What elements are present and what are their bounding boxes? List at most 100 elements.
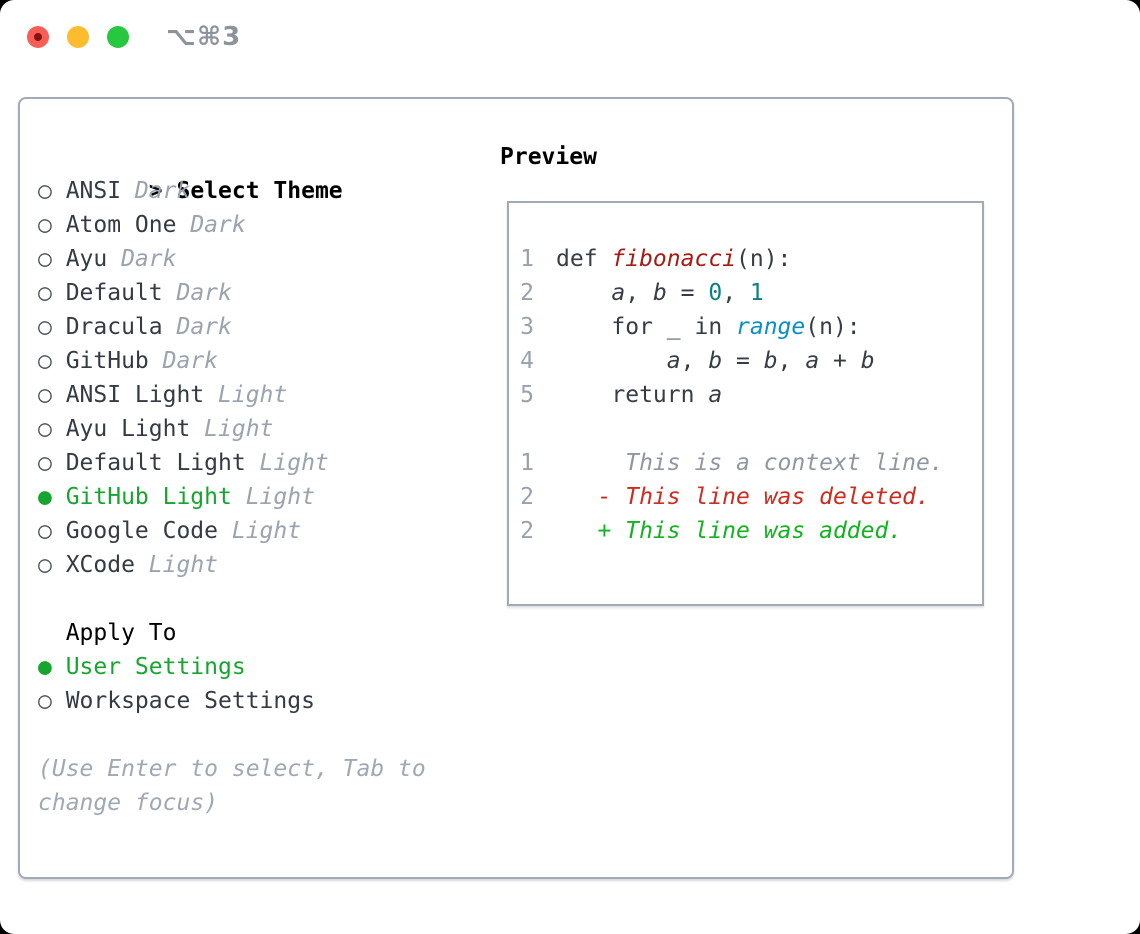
theme-name-label: Default Light xyxy=(65,450,246,476)
spacer-line xyxy=(38,718,426,752)
theme-variant-label: Dark xyxy=(176,314,232,340)
window-shortcut-label: ⌥⌘3 xyxy=(166,22,242,52)
theme-variant-label: Dark xyxy=(121,246,177,272)
line-number: 2 xyxy=(520,280,534,306)
theme-variant-label: Light xyxy=(231,518,302,544)
theme-variant-label: Light xyxy=(259,450,329,476)
theme-option-google-code[interactable]: ○ Google Code Light xyxy=(38,514,426,548)
radio-unselected-icon: ○ xyxy=(38,212,52,238)
apply-option-user-settings[interactable]: ● User Settings xyxy=(38,650,426,684)
theme-name-label: GitHub Light xyxy=(65,484,232,510)
code-text: + This line was added. xyxy=(556,518,903,544)
theme-variant-label: Dark xyxy=(176,280,232,306)
radio-unselected-icon: ○ xyxy=(38,382,52,408)
line-number: 5 xyxy=(520,382,534,408)
radio-unselected-icon: ○ xyxy=(38,314,52,340)
radio-unselected-icon: ○ xyxy=(38,178,52,204)
theme-name-label: ANSI Light xyxy=(65,382,205,408)
theme-name-label: ANSI xyxy=(65,178,122,204)
radio-selected-icon: ● xyxy=(38,484,52,510)
theme-name-label: Atom One xyxy=(65,212,177,238)
radio-unselected-icon: ○ xyxy=(38,246,52,272)
code-line: 2 + This line was added. xyxy=(520,514,978,548)
theme-name-label: Ayu xyxy=(65,246,108,272)
preview-title: Preview xyxy=(500,144,597,170)
apply-to-header: Apply To xyxy=(65,620,177,646)
minimize-button[interactable] xyxy=(67,26,89,48)
theme-option-ansi[interactable]: ○ ANSI Dark xyxy=(38,174,426,208)
keyboard-hint-line: change focus) xyxy=(38,790,219,816)
code-text: a, b = 0, 1 xyxy=(611,280,764,306)
radio-unselected-icon: ○ xyxy=(38,416,52,442)
code-line: 3 for _ in range(n): xyxy=(520,310,978,344)
line-number: 2 xyxy=(520,484,534,510)
theme-variant-label: Dark xyxy=(134,178,191,204)
radio-unselected-icon: ○ xyxy=(38,688,52,714)
theme-option-ansi-light[interactable]: ○ ANSI Light Light xyxy=(38,378,426,412)
line-number: 3 xyxy=(520,314,534,340)
line-number: 1 xyxy=(520,246,534,272)
code-text: This is a context line. xyxy=(556,450,944,476)
theme-variant-label: Dark xyxy=(190,212,246,238)
code-line: 1 def fibonacci(n): xyxy=(520,242,978,276)
radio-unselected-icon: ○ xyxy=(38,280,52,306)
theme-option-github-light[interactable]: ● GitHub Light Light xyxy=(38,480,426,514)
zoom-button[interactable] xyxy=(107,26,129,48)
radio-unselected-icon: ○ xyxy=(38,450,52,476)
code-text: def fibonacci(n): xyxy=(556,246,792,272)
theme-variant-label: Light xyxy=(204,416,274,442)
theme-option-github[interactable]: ○ GitHub Dark xyxy=(38,344,426,378)
close-button[interactable] xyxy=(27,26,49,48)
select-theme-title: Select Theme xyxy=(176,178,343,204)
theme-option-default-light[interactable]: ○ Default Light Light xyxy=(38,446,426,480)
line-number: 4 xyxy=(520,348,534,374)
theme-option-atom-one[interactable]: ○ Atom One Dark xyxy=(38,208,426,242)
theme-variant-label: Light xyxy=(245,484,315,510)
radio-selected-icon: ● xyxy=(38,654,52,680)
theme-option-dracula[interactable]: ○ Dracula Dark xyxy=(38,310,426,344)
code-line: 2 - This line was deleted. xyxy=(520,480,978,514)
code-line: 2 a, b = 0, 1 xyxy=(520,276,978,310)
cursor-caret-icon: > xyxy=(148,178,163,204)
theme-name-label: GitHub xyxy=(65,348,149,374)
theme-name-label: Dracula xyxy=(65,314,163,340)
theme-option-xcode[interactable]: ○ XCode Light xyxy=(38,548,426,582)
close-button-dot-icon xyxy=(34,33,42,41)
theme-name-label: XCode xyxy=(65,552,135,578)
spacer-line xyxy=(38,582,426,616)
code-line xyxy=(520,412,978,446)
code-text: a, b = b, a + b xyxy=(666,348,875,374)
radio-unselected-icon: ○ xyxy=(38,348,52,374)
code-text: return a xyxy=(556,382,723,408)
code-line: 4 a, b = b, a + b xyxy=(520,344,978,378)
theme-variant-label: Light xyxy=(218,382,288,408)
apply-option-label: User Settings xyxy=(65,654,246,680)
keyboard-hint-line: (Use Enter to select, Tab to xyxy=(38,756,426,782)
line-number: 1 xyxy=(520,450,534,476)
theme-variant-label: Dark xyxy=(162,348,219,374)
apply-to-list: ● User Settings ○ Workspace Settings xyxy=(38,650,426,718)
titlebar: ⌥⌘3 xyxy=(0,0,1140,74)
select-theme-header: > Select Theme xyxy=(38,140,426,204)
code-line: 5 return a xyxy=(520,378,978,412)
code-text: for _ in range(n): xyxy=(556,314,861,340)
theme-option-ayu[interactable]: ○ Ayu Dark xyxy=(38,242,426,276)
theme-variant-label: Light xyxy=(148,552,219,578)
apply-option-workspace-settings[interactable]: ○ Workspace Settings xyxy=(38,684,426,718)
radio-unselected-icon: ○ xyxy=(38,518,52,544)
code-text: - This line was deleted. xyxy=(556,484,930,510)
theme-name-label: Google Code xyxy=(65,518,219,544)
theme-name-label: Default xyxy=(65,280,163,306)
radio-unselected-icon: ○ xyxy=(38,552,52,578)
code-line: 1 This is a context line. xyxy=(520,446,978,480)
apply-option-label: Workspace Settings xyxy=(65,688,315,714)
line-number: 2 xyxy=(520,518,534,544)
theme-option-default[interactable]: ○ Default Dark xyxy=(38,276,426,310)
keyboard-hint: (Use Enter to select, Tab to change focus… xyxy=(38,752,426,820)
